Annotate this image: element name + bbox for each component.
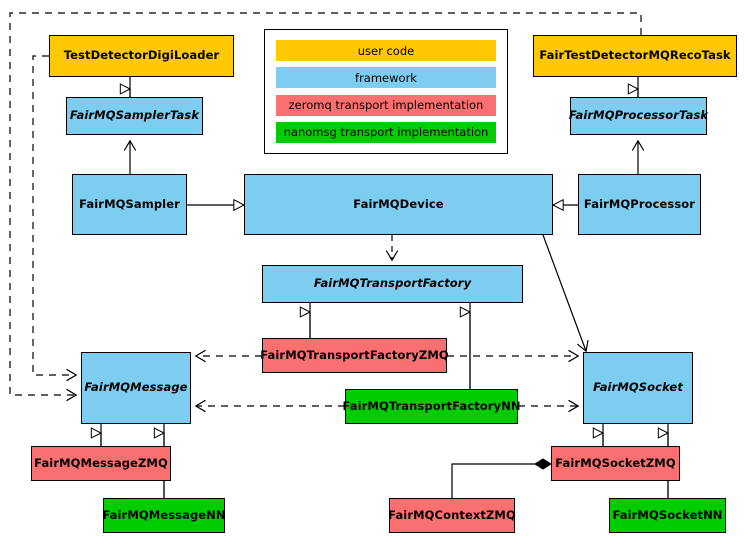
class-label: FairMQDevice xyxy=(353,196,444,211)
class-label: FairMQProcessor xyxy=(583,196,696,211)
class-node-fairmqtransportfactorynn[interactable]: FairMQTransportFactoryNN xyxy=(342,389,521,424)
legend: user code framework zeromq transport imp… xyxy=(264,29,508,154)
legend-label-framework: framework xyxy=(355,70,417,85)
class-label: FairMQContextZMQ xyxy=(388,507,516,522)
legend-label-zeromq: zeromq transport implementation xyxy=(288,98,484,113)
class-node-fairmqsamplertask[interactable]: FairMQSamplerTask xyxy=(66,97,203,135)
class-node-testdetectordigiloader[interactable]: TestDetectorDigiLoader xyxy=(49,35,234,77)
class-node-fairmqtransportfactory[interactable]: FairMQTransportFactory xyxy=(262,265,523,303)
class-label: FairMQTransportFactory xyxy=(313,276,472,291)
class-node-fairmqcontextzmq[interactable]: FairMQContextZMQ xyxy=(388,498,516,533)
legend-item-nanomsg: nanomsg transport implementation xyxy=(276,121,496,143)
class-node-fairmqmessagenn[interactable]: FairMQMessageNN xyxy=(102,498,226,533)
class-node-fairmqprocessortask[interactable]: FairMQProcessorTask xyxy=(568,97,709,135)
legend-label-nanomsg: nanomsg transport implementation xyxy=(283,125,489,140)
class-label: FairMQSocket xyxy=(593,380,683,395)
class-label: TestDetectorDigiLoader xyxy=(63,48,220,63)
legend-item-framework: framework xyxy=(276,67,496,89)
class-label: FairMQSocketNN xyxy=(612,507,723,522)
class-node-fairmqmessagezmq[interactable]: FairMQMessageZMQ xyxy=(31,446,171,481)
class-node-fairmqsocketnn[interactable]: FairMQSocketNN xyxy=(609,498,726,533)
class-label: FairTestDetectorMQRecoTask xyxy=(539,48,731,63)
edge-contextzmq-to-socketzmq xyxy=(451,458,552,498)
class-label: FairMQSocketZMQ xyxy=(555,455,676,470)
class-label: FairMQTransportFactoryZMQ xyxy=(260,347,449,362)
class-node-fairmqsocketzmq[interactable]: FairMQSocketZMQ xyxy=(551,446,680,481)
class-node-fairmqdevice[interactable]: FairMQDevice xyxy=(244,174,553,235)
legend-item-user-code: user code xyxy=(276,40,496,61)
class-label: FairMQTransportFactoryNN xyxy=(342,398,521,413)
class-label: FairMQSamplerTask xyxy=(69,108,200,123)
class-label: FairMQMessage xyxy=(84,380,188,395)
class-label: FairMQProcessorTask xyxy=(568,108,709,123)
class-node-fairmqmessage[interactable]: FairMQMessage xyxy=(81,352,191,424)
class-node-fairmqsampler[interactable]: FairMQSampler xyxy=(72,174,187,235)
legend-label-user-code: user code xyxy=(357,43,415,58)
legend-item-zeromq: zeromq transport implementation xyxy=(276,94,496,116)
class-label: FairMQMessageZMQ xyxy=(34,455,168,470)
class-label: FairMQMessageNN xyxy=(102,507,226,522)
class-label: FairMQSampler xyxy=(79,196,180,211)
class-node-fairtestdetectormqrecotask[interactable]: FairTestDetectorMQRecoTask xyxy=(533,35,737,77)
class-node-fairmqprocessor[interactable]: FairMQProcessor xyxy=(578,174,701,235)
class-node-fairmqsocket[interactable]: FairMQSocket xyxy=(583,352,693,424)
class-node-fairmqtransportfactoryzmq[interactable]: FairMQTransportFactoryZMQ xyxy=(260,338,449,373)
edge-device-to-socket xyxy=(542,234,589,353)
